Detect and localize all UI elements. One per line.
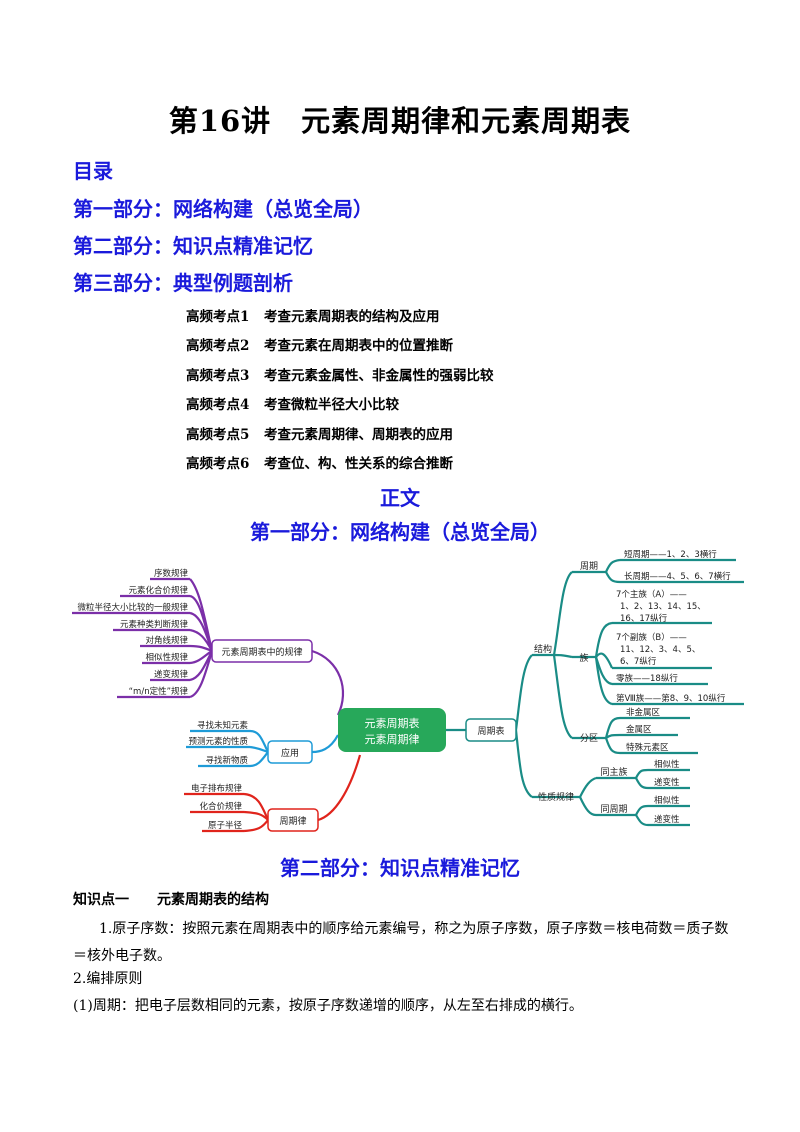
group-item-line: 零族——18纵行 (616, 673, 678, 684)
group-item-line: 第Ⅷ族——第8、9、10纵行 (616, 693, 726, 704)
same-period-label: 同周期 (600, 804, 627, 815)
application-item: 寻找新物质 (205, 755, 248, 766)
structure-label: 结构 (534, 643, 552, 655)
toc-part-3[interactable]: 第三部分：典型例题剖析 (73, 271, 293, 295)
knowledge-point-title: 知识点一 元素周期表的结构 (73, 892, 269, 908)
knowledge-para-2: 2.编排原则 (73, 971, 143, 987)
law-item: 电子排布规律 (191, 783, 243, 794)
toc-sub-num: 高频考点3 (186, 368, 250, 384)
period-item: 短周期——1、2、3横行 (624, 550, 717, 560)
rules-branch-node (211, 639, 313, 663)
period-item: 长周期——4、5、6、7横行 (624, 571, 731, 582)
table-node (465, 718, 517, 742)
table-label: 周期表 (477, 725, 504, 737)
rules-item: 元素种类判断规律 (120, 619, 189, 630)
rules-item: “m/n定性”规律 (129, 686, 189, 697)
toc-part-2[interactable]: 第二部分：知识点精准记忆 (73, 234, 313, 258)
purple-branch-lines (72, 577, 345, 716)
toc-sub-item[interactable]: 高频考点4 考查微粒半径大小比较 (186, 393, 399, 413)
toc-sub-num: 高频考点6 (186, 456, 250, 472)
zone-label: 分区 (580, 733, 598, 744)
toc-sub-item[interactable]: 高频考点6 考查位、构、性关系的综合推断 (186, 452, 453, 472)
part1-heading: 第一部分：网络构建（总览全局） (250, 520, 550, 544)
part2-heading: 第二部分：知识点精准记忆 (280, 856, 520, 880)
rules-item: 相似性规律 (145, 652, 188, 663)
law-node (267, 808, 319, 832)
page-title: 第16讲 元素周期律和元素周期表 (168, 104, 632, 138)
toc-sub-num: 高频考点5 (186, 427, 250, 443)
application-item: 寻找未知元素 (197, 720, 249, 731)
rules-item: 微粒半径大小比较的一般规律 (77, 602, 188, 613)
toc-sub-item[interactable]: 高频考点2 考查元素在周期表中的位置推断 (186, 334, 453, 354)
zone-item: 非金属区 (626, 707, 661, 718)
center-line-2: 元素周期律 (365, 733, 420, 746)
zone-item: 特殊元素区 (626, 742, 669, 753)
rules-item: 递变规律 (154, 669, 189, 680)
group-item-line: 1、2、13、14、15、 (620, 602, 706, 612)
same-group-item: 相似性 (654, 759, 680, 770)
properties-label: 性质规律 (538, 791, 574, 803)
rules-item: 序数规律 (154, 568, 189, 579)
law-label: 周期律 (279, 815, 306, 827)
rules-item: 对角线规律 (145, 635, 188, 646)
toc-heading: 目录 (73, 159, 113, 183)
group-label: 族 (579, 652, 588, 664)
teal-branch-lines (446, 558, 744, 827)
application-item: 预测元素的性质 (188, 736, 248, 747)
group-item-line: 7个主族（A）—— (616, 589, 687, 600)
center-node (338, 708, 446, 752)
toc-sub-item[interactable]: 高频考点3 考查元素金属性、非金属性的强弱比较 (186, 364, 494, 384)
toc-sub-text: 考查元素金属性、非金属性的强弱比较 (264, 368, 494, 384)
group-item-line: 7个副族（B）—— (616, 632, 687, 643)
toc-sub-num: 高频考点1 (186, 309, 250, 325)
toc-sub-text: 考查位、构、性关系的综合推断 (264, 456, 453, 472)
toc-sub-text: 考查元素周期表的结构及应用 (264, 309, 440, 325)
toc-sub-item[interactable]: 高频考点1 考查元素周期表的结构及应用 (186, 305, 440, 325)
toc-part-1[interactable]: 第一部分：网络构建（总览全局） (73, 197, 373, 221)
toc-sub-text: 考查元素在周期表中的位置推断 (264, 338, 453, 354)
red-branch-lines (184, 754, 362, 833)
center-line-1: 元素周期表 (365, 716, 420, 730)
zone-item: 金属区 (626, 724, 652, 735)
same-period-item: 递变性 (654, 814, 680, 825)
group-item-line: 6、7纵行 (620, 656, 657, 667)
same-period-item: 相似性 (654, 795, 680, 806)
application-label: 应用 (281, 747, 299, 759)
blue-branch-lines (186, 729, 339, 768)
rules-item: 元素化合价规律 (128, 585, 188, 596)
group-item-line: 16、17纵行 (620, 613, 668, 624)
application-node (267, 740, 313, 764)
period-label: 周期 (580, 561, 598, 572)
main-heading: 正文 (380, 486, 420, 510)
law-item: 化合价规律 (199, 801, 242, 812)
knowledge-para-1: 1.原子序数：按照元素在周期表中的顺序给元素编号，称之为原子序数，原子序数＝核电… (73, 921, 729, 964)
group-item-line: 11、12、3、4、5、 (620, 645, 700, 655)
toc-sub-text: 考查元素周期律、周期表的应用 (264, 427, 453, 443)
law-item: 原子半径 (208, 820, 243, 831)
mind-map: 元素周期表 元素周期律 元素周期表中的规律 序数规律 元素化合价规律 微粒半径大… (72, 550, 744, 833)
same-group-item: 递变性 (654, 777, 680, 788)
toc-sub-text: 考查微粒半径大小比较 (264, 397, 399, 413)
rules-items: 序数规律 元素化合价规律 微粒半径大小比较的一般规律 元素种类判断规律 对角线规… (77, 568, 188, 697)
toc-sub-item[interactable]: 高频考点5 考查元素周期律、周期表的应用 (186, 423, 453, 443)
knowledge-para-3: (1)周期：把电子层数相同的元素，按原子序数递增的顺序，从左至右排成的横行。 (73, 998, 583, 1014)
same-group-label: 同主族 (600, 766, 627, 778)
rules-branch-label: 元素周期表中的规律 (221, 646, 302, 658)
toc-sub-num: 高频考点4 (186, 397, 250, 413)
toc-sub-num: 高频考点2 (186, 338, 250, 354)
